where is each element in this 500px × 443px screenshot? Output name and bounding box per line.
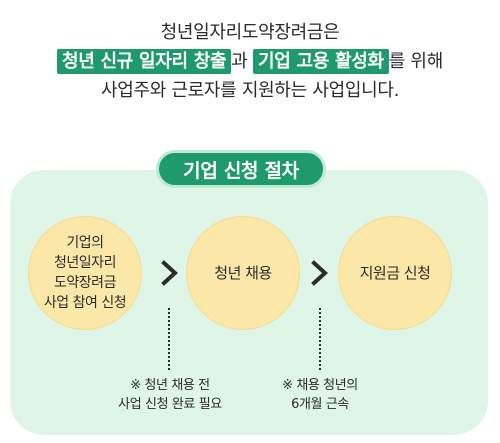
highlight-employment: 기업 고용 활성화 bbox=[252, 49, 389, 74]
intro-line-2-end: 를 위해 bbox=[388, 51, 444, 72]
intro-line-2-mid: 과 bbox=[231, 51, 248, 72]
intro-line-3: 사업주와 근로자를 지원하는 사업입니다. bbox=[0, 76, 500, 105]
chevron-right-icon bbox=[161, 260, 178, 286]
step-3-line-1: 지원금 신청 bbox=[359, 264, 431, 282]
step-1-circle: 기업의 청년일자리 도약장려금 사업 참여 신청 bbox=[28, 216, 142, 330]
step-1-line-4: 사업 참여 신청 bbox=[43, 295, 127, 311]
intro-line-1-text: 청년일자리도약장려금은 bbox=[160, 22, 340, 43]
note-1-line-1: ※ 청년 채용 전 bbox=[130, 378, 210, 393]
intro-line-1: 청년일자리도약장려금은 bbox=[0, 18, 500, 47]
procedure-title-badge: 기업 신청 절차 bbox=[156, 150, 326, 188]
highlight-youth-jobs: 청년 신규 일자리 창출 bbox=[57, 49, 232, 74]
note-2-line-1: ※ 채용 청년의 bbox=[282, 378, 358, 393]
chevron-right-icon bbox=[311, 260, 328, 286]
step-3-circle: 지원금 신청 bbox=[338, 216, 452, 330]
note-1: ※ 청년 채용 전 사업 신청 완료 필요 bbox=[100, 376, 240, 414]
step-2-line-1: 청년 채용 bbox=[214, 264, 272, 282]
step-1-line-3: 도약장려금 bbox=[54, 275, 116, 291]
note-2-line-2: 6개월 근속 bbox=[291, 397, 349, 412]
step-2-circle: 청년 채용 bbox=[186, 216, 300, 330]
intro-line-3-text: 사업주와 근로자를 지원하는 사업입니다. bbox=[100, 80, 400, 101]
note-1-connector bbox=[168, 308, 170, 370]
note-2: ※ 채용 청년의 6개월 근속 bbox=[256, 376, 384, 414]
note-1-line-2: 사업 신청 완료 필요 bbox=[118, 397, 222, 412]
step-1-line-1: 기업의 bbox=[66, 235, 104, 251]
step-1-line-2: 청년일자리 bbox=[54, 255, 116, 271]
note-2-connector bbox=[319, 308, 321, 370]
